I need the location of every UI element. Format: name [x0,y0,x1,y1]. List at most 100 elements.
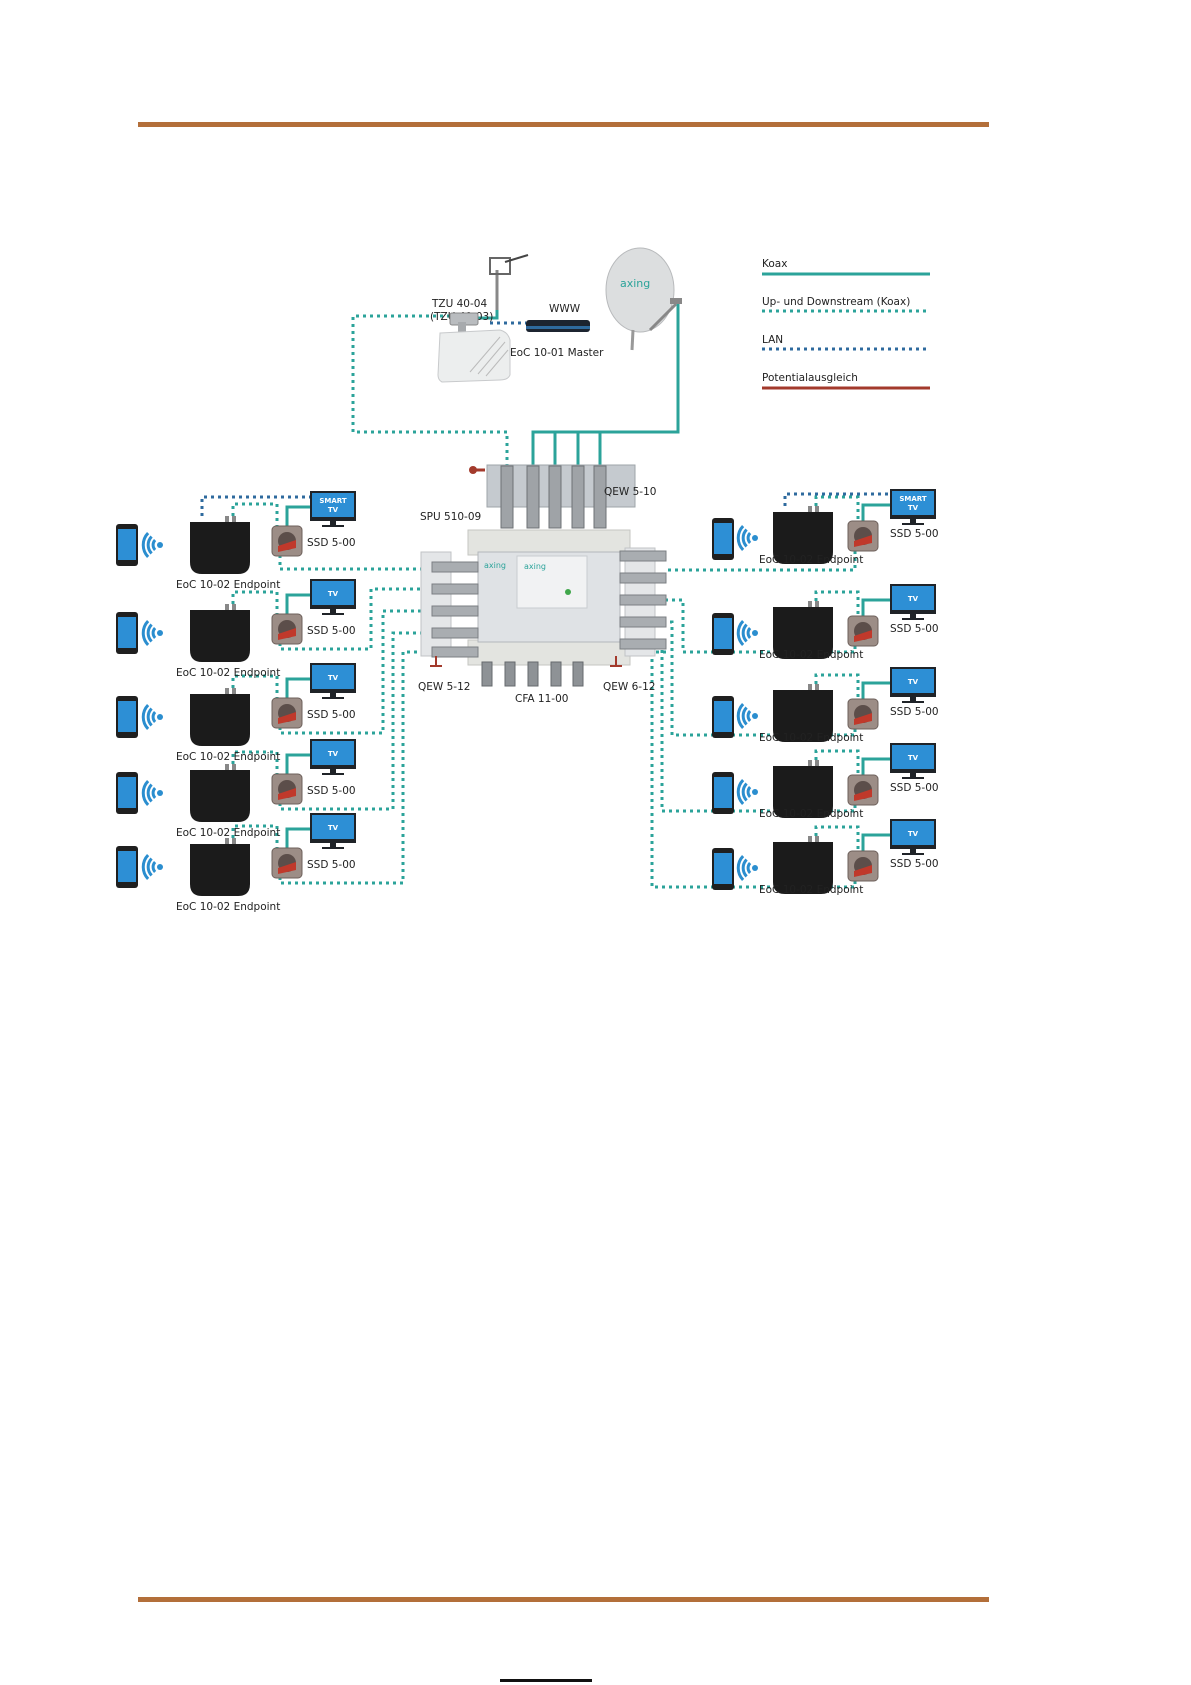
wire-endpoint-to-outlet-right-3 [814,749,860,777]
tv-icon: TV [310,813,356,849]
qew-5-10-label: QEW 5-10 [604,486,656,498]
outlet-label: SSD 5-00 [307,625,356,637]
terminator-0 [481,661,493,687]
wire-outlet-to-tv-left-2 [285,677,310,699]
terminator-3 [550,661,562,687]
wire-endpoint-to-outlet-right-0 [814,495,860,523]
ground-right-icon [610,656,622,667]
eoc-endpoint-device [773,836,833,894]
wifi-icon [736,855,758,881]
tv-label-line2: TV [328,506,339,514]
ssd-outlet-icon [847,774,879,806]
tv-label: TV [908,754,919,762]
wire-trunk-left-4 [278,650,432,885]
endpoint-label: EoC 10-02 Endpoint [759,884,863,896]
switch-brand-logo: axing [484,561,506,570]
left-output-connector-0 [431,561,479,573]
wire-trunk-right-4 [650,650,857,889]
wifi-icon [141,532,163,558]
legend: Koax Up- und Downstream (Koax) LAN Poten… [762,258,930,390]
wire-trunk-left-3 [278,631,432,811]
tv-label: SMART [319,497,347,505]
qew-6-12-label: QEW 6-12 [603,681,655,693]
wire-endpoint-to-outlet-right-2 [814,673,860,701]
outlet-label: SSD 5-00 [890,528,939,540]
outlet-label: SSD 5-00 [307,859,356,871]
left-output-connector-4 [431,646,479,658]
ssd-outlet-icon [847,850,879,882]
wire-outlet-to-tv-left-0 [285,505,310,527]
endpoint-label: EoC 10-02 Endpoint [759,732,863,744]
qew-5-10-block [469,464,636,529]
wire-outlet-to-tv-left-1 [285,593,310,615]
tv-label: TV [328,674,339,682]
ssd-outlet-icon [847,698,879,730]
master-label: EoC 10-01 Master [510,347,604,359]
footer-text-fragment [500,1679,592,1682]
endpoint-label: EoC 10-02 Endpoint [176,579,280,591]
eoc-endpoint-device [773,601,833,659]
cfa-label: CFA 11-00 [515,693,568,705]
wire-trunk-right-1 [666,598,857,654]
eoc-master-device [437,329,511,383]
tv-icon: TV [890,743,936,779]
wire-outlet-to-tv-right-0 [861,503,890,523]
dish-brand-logo: axing [620,277,650,290]
outlet-label: SSD 5-00 [890,858,939,870]
wifi-icon [736,779,758,805]
endpoint-label: EoC 10-02 Endpoint [176,751,280,763]
right-output-connector-0 [619,550,667,562]
endpoint-label: EoC 10-02 Endpoint [176,901,280,913]
wifi-icon [736,620,758,646]
cfa-terminators [481,661,584,687]
right-output-connector-4 [619,638,667,650]
router-icon [526,320,590,332]
tv-label: TV [328,824,339,832]
wire-trunk-left-2 [278,609,432,735]
tv-label: TV [328,750,339,758]
wire-outlet-to-tv-right-3 [861,757,890,777]
outlet-label: SSD 5-00 [890,623,939,635]
endpoint-left-5: TV EoC 10-02 Endpoint SSD 5-00 [116,813,356,913]
header-rule [138,122,989,127]
legend-label-koax: Koax [762,258,787,270]
wire-outlet-to-tv-right-1 [861,598,890,618]
psu-brand-logo: axing [524,562,546,571]
wire-outlet-to-tv-right-2 [861,681,890,701]
footer-rule [138,1597,989,1602]
qew-5-12-label: QEW 5-12 [418,681,470,693]
eoc-endpoint-device [190,688,250,746]
eoc-endpoint-device [190,604,250,662]
tv-icon: TV [310,579,356,615]
top-connector-2 [548,465,562,529]
wire-trunk-left-1 [278,587,432,651]
right-output-connector-1 [619,572,667,584]
wire-trunk-left-0 [278,555,432,571]
ssd-outlet-icon [271,525,303,557]
wire-antenna-to-splitter [478,310,499,320]
wire-outlet-to-tv-left-4 [285,827,310,849]
eoc-endpoint-device [190,838,250,896]
ssd-outlet-icon [271,847,303,879]
tv-label: TV [328,590,339,598]
satellite-dish-icon: axing [605,247,682,351]
ssd-outlet-icon [847,615,879,647]
legend-label-updown: Up- und Downstream (Koax) [762,296,910,308]
wifi-icon [141,854,163,880]
left-output-connector-3 [431,627,479,639]
wire-endpoint-to-outlet-right-4 [814,825,860,853]
eoc-endpoint-device [190,764,250,822]
multiswitch-spu-510-09: axing axing [467,529,631,666]
tv-icon: TV [890,584,936,620]
router-label: WWW [549,303,581,315]
wifi-icon [141,704,163,730]
spu-label: SPU 510-09 [420,511,481,523]
top-connector-1 [526,465,540,529]
wifi-icon [141,620,163,646]
legend-label-potential: Potentialausgleich [762,372,858,384]
